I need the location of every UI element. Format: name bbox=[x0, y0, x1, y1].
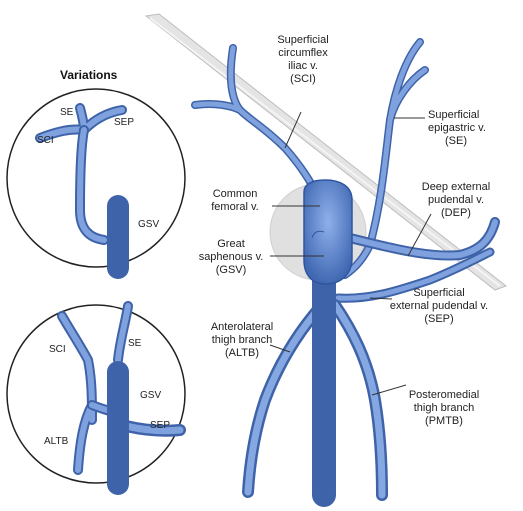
label-dep: Deep external pudendal v. (DEP) bbox=[422, 181, 491, 219]
label-sci: Superficial circumflex iliac v. (SCI) bbox=[277, 34, 328, 85]
svg-text:Superficial: Superficial bbox=[413, 287, 464, 299]
svg-text:(ALTB): (ALTB) bbox=[225, 347, 259, 359]
svg-text:femoral v.: femoral v. bbox=[211, 201, 258, 213]
svg-text:saphenous v.: saphenous v. bbox=[199, 251, 264, 263]
svg-text:thigh branch: thigh branch bbox=[414, 402, 475, 414]
v2-label-se: SE bbox=[128, 338, 142, 349]
svg-text:(SCI): (SCI) bbox=[290, 73, 316, 85]
label-se: Superficial epigastric v. (SE) bbox=[428, 109, 486, 147]
v2-label-sci: SCI bbox=[49, 344, 66, 355]
v1-label-sep: SEP bbox=[114, 117, 134, 128]
svg-text:Anterolateral: Anterolateral bbox=[211, 321, 273, 333]
variations-title: Variations bbox=[60, 68, 118, 82]
variation-1 bbox=[6, 88, 186, 279]
svg-text:(SE): (SE) bbox=[445, 135, 467, 147]
svg-text:(GSV): (GSV) bbox=[216, 264, 247, 276]
svg-text:thigh branch: thigh branch bbox=[212, 334, 273, 346]
variation-2 bbox=[6, 301, 186, 495]
v1-label-se: SE bbox=[60, 107, 74, 118]
svg-text:epigastric v.: epigastric v. bbox=[428, 122, 486, 134]
svg-text:(DEP): (DEP) bbox=[441, 207, 471, 219]
common-femoral-vein bbox=[303, 179, 353, 285]
svg-text:Common: Common bbox=[213, 188, 258, 200]
v1-label-sci: SCI bbox=[37, 135, 54, 146]
svg-text:(SEP): (SEP) bbox=[424, 313, 453, 325]
label-sep: Superficial external pudendal v. (SEP) bbox=[390, 287, 488, 325]
svg-text:(PMTB): (PMTB) bbox=[425, 415, 463, 427]
svg-text:pudendal v.: pudendal v. bbox=[428, 194, 484, 206]
leader-lines bbox=[269, 111, 432, 396]
svg-text:Great: Great bbox=[217, 238, 245, 250]
svg-text:iliac v.: iliac v. bbox=[288, 60, 318, 72]
v1-label-gsv: GSV bbox=[138, 219, 159, 230]
label-common-femoral: Common femoral v. bbox=[211, 188, 258, 213]
v2-label-altb: ALTB bbox=[44, 436, 69, 447]
svg-text:circumflex: circumflex bbox=[278, 47, 328, 59]
v2-label-gsv: GSV bbox=[140, 390, 161, 401]
v2-label-sep: SEP bbox=[150, 420, 170, 431]
svg-text:Superficial: Superficial bbox=[428, 109, 479, 121]
label-altb: Anterolateral thigh branch (ALTB) bbox=[211, 321, 273, 359]
main-vein-tree bbox=[191, 38, 500, 507]
label-pmtb: Posteromedial thigh branch (PMTB) bbox=[409, 389, 479, 427]
svg-text:Deep external: Deep external bbox=[422, 181, 491, 193]
label-gsv: Great saphenous v. (GSV) bbox=[199, 238, 264, 276]
svg-text:external pudendal v.: external pudendal v. bbox=[390, 300, 488, 312]
svg-text:Posteromedial: Posteromedial bbox=[409, 389, 479, 401]
svg-text:Superficial: Superficial bbox=[277, 34, 328, 46]
